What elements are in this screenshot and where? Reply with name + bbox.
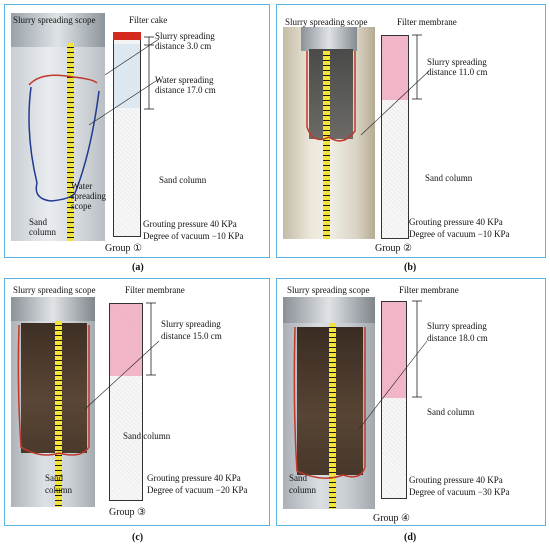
water-distance-a-1: Water spreading <box>155 75 214 85</box>
slurry-scope-label-b: Slurry spreading scope <box>285 17 368 27</box>
pressure-label-b: Grouting pressure 40 KPa <box>409 217 503 227</box>
panel-a: Slurry spreading scope Water spreading s… <box>4 4 270 258</box>
slurry-zone-b <box>309 49 353 139</box>
filter-cake-label-a: Filter cake <box>129 15 168 25</box>
slurry-outline-d <box>293 326 366 479</box>
sand-photo-label-d-1: Sand <box>289 473 307 483</box>
panel-c: Slurry spreading scope Sand column Filte… <box>4 278 270 526</box>
filter-membrane-label-c: Filter membrane <box>125 285 185 295</box>
measuring-tape-a <box>67 43 74 241</box>
column-schematic-d <box>381 301 407 499</box>
measuring-tape-d <box>329 323 336 509</box>
water-scope-label-a-1: Water <box>71 181 93 191</box>
photo-d <box>283 297 375 509</box>
tube-top-c <box>11 297 95 321</box>
panel-b: Slurry spreading scope Filter membrane S… <box>276 4 546 258</box>
slurry-scope-label-a: Slurry spreading scope <box>13 15 96 25</box>
dimension-lines-a <box>88 36 160 126</box>
tube-top-b <box>301 27 357 51</box>
sand-photo-label-d-2: column <box>289 485 316 495</box>
water-distance-a-2: distance 17.0 cm <box>155 85 216 95</box>
filter-membrane-zone-c <box>110 304 142 376</box>
sand-column-label-d: Sand column <box>427 407 475 417</box>
dimension-lines-c <box>84 302 160 410</box>
outlines-b <box>306 51 356 142</box>
slurry-distance-c-2: distance 15.0 cm <box>161 331 222 341</box>
slurry-outline-a <box>28 74 98 86</box>
group-label-c: Group ③ <box>109 507 147 518</box>
sand-photo-label-a-1: Sand <box>29 217 47 227</box>
filter-membrane-label-d: Filter membrane <box>399 285 459 295</box>
filter-membrane-label-b: Filter membrane <box>397 17 457 27</box>
measuring-tape-b <box>323 51 330 239</box>
caption-d: (d) <box>404 532 417 543</box>
slurry-zone-c <box>21 323 87 453</box>
outlines-a <box>28 74 100 202</box>
slurry-distance-c-1: Slurry spreading <box>161 319 221 329</box>
pressure-label-c: Grouting pressure 40 KPa <box>147 473 241 483</box>
slurry-distance-d-2: distance 18.0 cm <box>427 333 488 343</box>
group-label-a: Group ① <box>105 243 143 254</box>
outlines-c <box>17 324 90 456</box>
photo-a <box>11 13 105 241</box>
caption-b: (b) <box>404 262 417 273</box>
caption-a: (a) <box>132 262 144 273</box>
photo-b <box>283 27 375 239</box>
sand-photo-label-c-2: column <box>45 485 72 495</box>
group-label-b: Group ② <box>375 243 413 254</box>
outlines-d <box>293 326 366 479</box>
vacuum-label-a: Degree of vacuum −10 KPa <box>143 231 244 241</box>
slurry-outline-c <box>17 324 90 456</box>
vacuum-label-d: Degree of vacuum −30 KPa <box>409 487 510 497</box>
pressure-label-d: Grouting pressure 40 KPa <box>409 475 503 485</box>
dimension-lines-d <box>358 300 428 430</box>
photo-c <box>11 297 95 507</box>
slurry-distance-a-1: Slurry spreading <box>155 31 215 41</box>
dimension-lines-b <box>360 34 430 136</box>
slurry-distance-a-2: distance 3.0 cm <box>155 41 212 51</box>
sand-photo-label-c-1: Sand <box>45 473 63 483</box>
sand-column-label-a: Sand column <box>159 175 207 185</box>
filter-membrane-zone-b <box>382 36 408 100</box>
column-schematic-a <box>113 32 141 237</box>
slurry-distance-b-2: distance 11.0 cm <box>427 67 488 77</box>
vacuum-label-c: Degree of vacuum −20 KPa <box>147 485 248 495</box>
filter-membrane-zone-d <box>382 302 406 398</box>
column-schematic-b <box>381 35 409 239</box>
caption-c: (c) <box>132 532 144 543</box>
pressure-label-a: Grouting pressure 40 KPa <box>143 219 237 229</box>
slurry-scope-label-d: Slurry spreading scope <box>287 285 370 295</box>
water-scope-label-a-2: spreading <box>71 191 106 201</box>
tube-top-a <box>11 13 105 47</box>
group-label-d: Group ④ <box>373 513 411 524</box>
sand-column-label-b: Sand column <box>425 173 473 183</box>
slurry-outline-b <box>306 51 356 142</box>
sand-column-label-c: Sand column <box>123 431 171 441</box>
slurry-scope-label-c: Slurry spreading scope <box>13 285 96 295</box>
column-schematic-c <box>109 303 143 501</box>
sand-photo-label-a-2: column <box>29 227 56 237</box>
slurry-distance-d-1: Slurry spreading <box>427 321 487 331</box>
filter-cake-a <box>113 32 141 40</box>
slurry-distance-b-1: Slurry spreading <box>427 57 487 67</box>
water-outline-a <box>28 86 100 202</box>
vacuum-label-b: Degree of vacuum −10 KPa <box>409 229 510 239</box>
panel-d: Slurry spreading scope Sand column Filte… <box>276 278 546 526</box>
tube-top-d <box>283 297 375 323</box>
measuring-tape-c <box>55 321 62 507</box>
water-scope-label-a-3: scope <box>71 201 92 211</box>
